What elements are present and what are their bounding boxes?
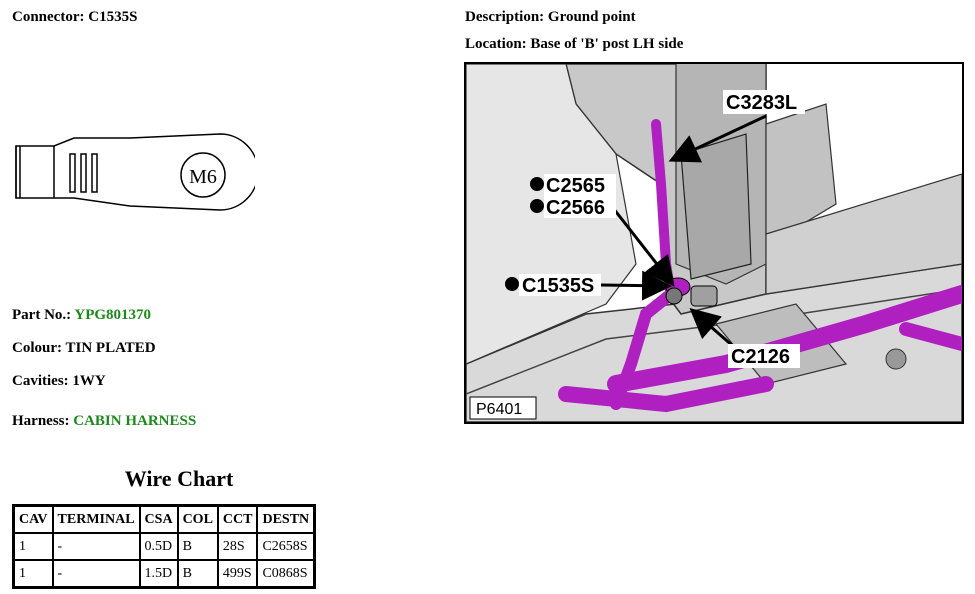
cavities: Cavities: 1WY — [12, 373, 106, 390]
column-header: CSA — [138, 504, 179, 534]
colour-value: TIN PLATED — [65, 340, 156, 356]
table-cell: B — [176, 532, 219, 561]
table-cell: - — [51, 559, 141, 589]
table-cell: 1.5D — [138, 559, 179, 589]
floor-panel — [466, 263, 962, 422]
location-value: Base of 'B' post LH side — [530, 36, 684, 52]
crimp-slot — [91, 153, 98, 193]
ground-stud — [665, 287, 683, 305]
table-cell: B — [176, 559, 219, 589]
callout-c3283l: C3283L — [726, 92, 797, 114]
location-illustration: C3283L C2565 C2566 C1535S C2126 P6401 — [464, 62, 964, 424]
column-header: DESTN — [256, 504, 316, 534]
stud-hole — [180, 152, 226, 198]
stud-size-label: M6 — [189, 166, 217, 188]
wire-chart-table: CAV TERMINAL CSA COL CCT DESTN 1 - 0.5D … — [12, 504, 317, 589]
bracket — [680, 133, 752, 280]
table-cell: - — [51, 532, 141, 561]
column-header: COL — [176, 504, 219, 534]
cavities-value: 1WY — [72, 373, 106, 389]
colour-label: Colour: — [12, 340, 62, 356]
connector-value: C1535S — [88, 9, 138, 25]
table-row: 1 - 1.5D B 499S C0868S — [12, 559, 316, 589]
table-cell: 1 — [12, 532, 54, 561]
connector-c2126 — [690, 285, 718, 307]
wire-chart-title: Wire Chart — [124, 466, 234, 491]
column-header: CAV — [12, 504, 54, 534]
harness-link[interactable]: CABIN HARNESS — [73, 413, 197, 429]
table-cell: 0.5D — [138, 532, 179, 561]
part-number-label: Part No.: — [12, 307, 72, 323]
callout-c2565: C2565 — [546, 175, 605, 197]
bullet-icon — [505, 277, 519, 291]
harness: Harness: CABIN HARNESS — [12, 413, 196, 430]
crimp-slot — [69, 153, 76, 193]
bullet-icon — [530, 177, 544, 191]
location: Location: Base of 'B' post LH side — [465, 36, 683, 53]
table-cell: C0868S — [256, 559, 316, 589]
ring-terminal-drawing: M6 — [15, 133, 255, 211]
colour: Colour: TIN PLATED — [12, 340, 156, 357]
callout-c2566: C2566 — [546, 197, 605, 219]
column-header: TERMINAL — [51, 504, 141, 534]
table-row: 1 - 0.5D B 28S C2658S — [12, 532, 316, 561]
terminal-outline — [15, 133, 255, 211]
table-cell: 1 — [12, 559, 54, 589]
part-number-link[interactable]: YPG801370 — [74, 307, 152, 323]
part-number: Part No.: YPG801370 — [12, 307, 151, 324]
description-label: Description: — [465, 9, 545, 25]
description: Description: Ground point — [465, 9, 636, 26]
column-header: CCT — [216, 504, 259, 534]
table-cell: 28S — [216, 532, 259, 561]
connector-label: Connector: — [12, 9, 85, 25]
table-cell: 499S — [216, 559, 259, 589]
location-label: Location: — [465, 36, 527, 52]
callout-c2126: C2126 — [731, 346, 790, 368]
figure-reference: P6401 — [476, 401, 522, 418]
crimp-slot — [80, 153, 87, 193]
bullet-icon — [530, 199, 544, 213]
callout-c1535s: C1535S — [522, 275, 594, 297]
harness-label: Harness: — [12, 413, 70, 429]
table-cell: C2658S — [256, 532, 316, 561]
table-header-row: CAV TERMINAL CSA COL CCT DESTN — [12, 504, 316, 534]
connector-title: Connector: C1535S — [12, 9, 137, 26]
illustration-canvas: C3283L C2565 C2566 C1535S C2126 P6401 — [466, 64, 962, 422]
cavities-label: Cavities: — [12, 373, 69, 389]
description-value: Ground point — [547, 9, 636, 25]
